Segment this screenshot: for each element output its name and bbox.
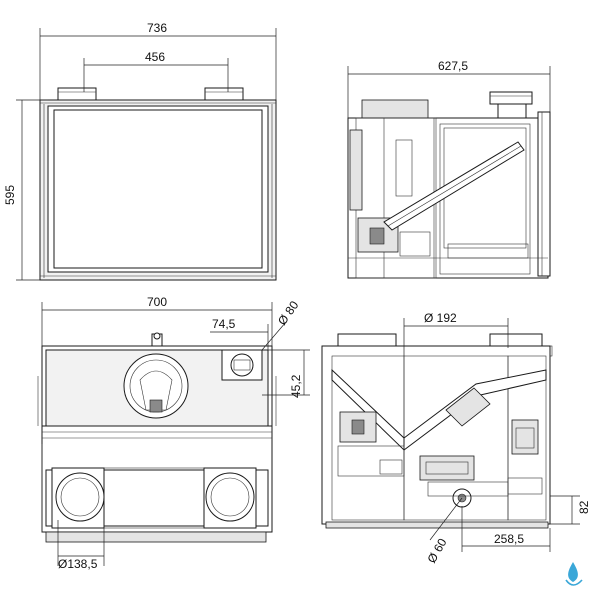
dim-60: Ø 60 xyxy=(424,536,449,566)
dim-736: 736 xyxy=(147,21,167,35)
dim-192: Ø 192 xyxy=(424,311,457,325)
dim-138: Ø138,5 xyxy=(58,557,98,571)
front-view: 736 456 595 xyxy=(3,21,277,281)
dim-595: 595 xyxy=(3,185,17,205)
spigot-right xyxy=(204,87,244,101)
dim-45: 45,2 xyxy=(289,374,303,398)
water-drop-logo-icon xyxy=(565,562,583,586)
dim-700: 700 xyxy=(147,295,167,309)
outlet-left xyxy=(55,472,105,522)
spigot-left xyxy=(57,87,97,101)
rear-view: 700 74,5 Ø 80 45,2 Ø138,5 xyxy=(37,295,310,571)
dim-456: 456 xyxy=(145,50,165,64)
internal-view: Ø 192 Ø 60 258,5 82 xyxy=(321,311,591,566)
dim-82: 82 xyxy=(577,500,591,514)
dim-258: 258,5 xyxy=(494,532,524,546)
side-view: 627,5 xyxy=(347,59,551,279)
fan-housing xyxy=(123,353,189,419)
outlet-right xyxy=(205,472,255,522)
dim-74: 74,5 xyxy=(212,317,236,331)
dim-627: 627,5 xyxy=(438,59,468,73)
dim-80: Ø 80 xyxy=(275,298,302,328)
